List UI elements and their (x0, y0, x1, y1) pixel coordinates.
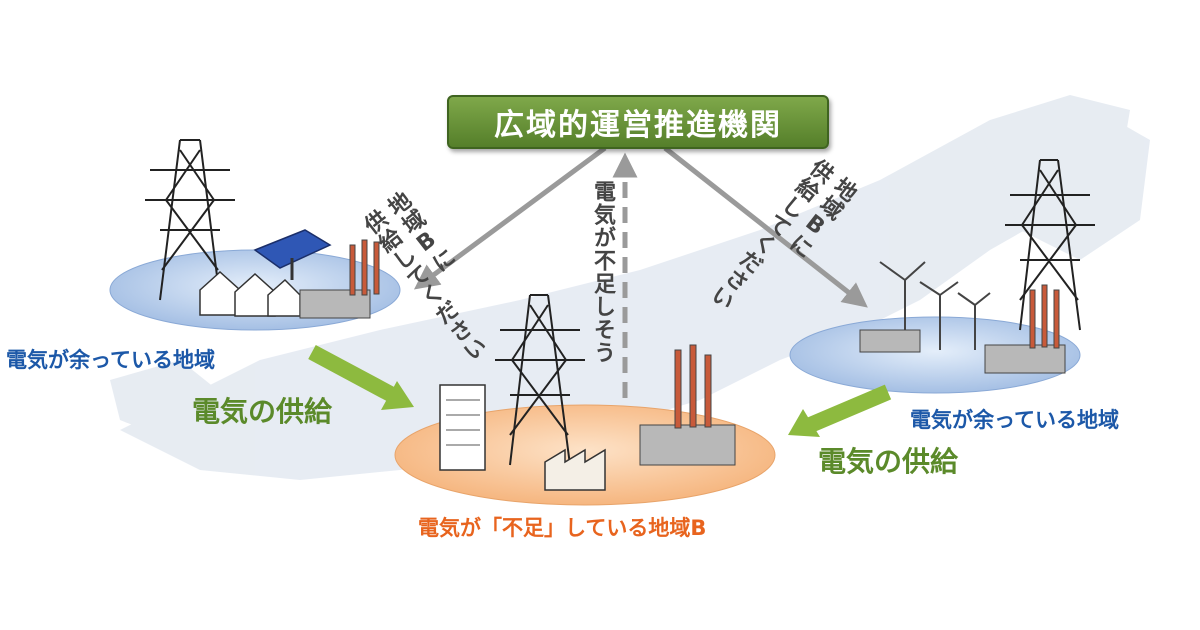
request-arrow-right (663, 146, 868, 308)
organization-box: 広域的運営推進機関 (447, 95, 829, 149)
power-plant-icon (299, 239, 380, 319)
left-region-label: 電気が余っている地域 (6, 348, 215, 372)
center-region-label: 電気が「不足」している地域B (418, 516, 707, 540)
supply-arrow-left (308, 344, 414, 410)
solar-panel-icon (253, 229, 332, 280)
power-plant-icon (639, 344, 736, 466)
supply-arrow-right (788, 384, 892, 437)
factory-icon (544, 448, 606, 491)
transmission-tower-icon (1005, 159, 1095, 331)
power-plant-icon (859, 284, 1066, 374)
right-region-label: 電気が余っている地域 (910, 408, 1119, 432)
organization-title: 広域的運営推進機関 (494, 108, 782, 143)
left-supply-label: 電気の供給 (192, 395, 333, 428)
office-building-icon (439, 384, 486, 471)
shortage-report-label: 電気が不足しそう (590, 180, 615, 364)
right-supply-label: 電気の供給 (818, 445, 959, 478)
transmission-tower-icon (495, 294, 585, 466)
request-arrow-left (413, 145, 607, 290)
transmission-tower-icon (145, 139, 235, 301)
houses-icon (199, 270, 301, 317)
